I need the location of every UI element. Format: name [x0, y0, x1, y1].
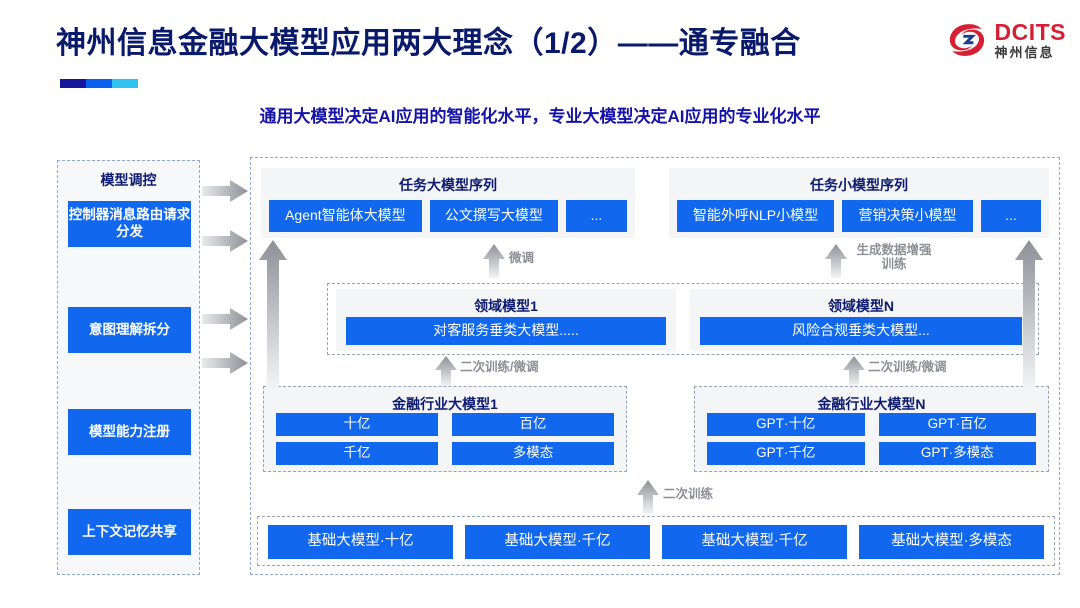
industry-model-1-grid: 十亿 百亿 千亿 多模态	[276, 413, 614, 465]
industry-chip-multimodal[interactable]: 多模态	[452, 442, 614, 465]
domain-chip-risk-compliance[interactable]: 风险合规垂类大模型...	[700, 317, 1022, 345]
domain-model-1-title: 领域模型1	[474, 298, 538, 314]
dcits-swirl-logo-icon	[949, 24, 984, 56]
flow-label-data-augmentation: 生成数据增强训练	[856, 243, 932, 272]
industry-model-n-grid: GPT·十亿 GPT·百亿 GPT·千亿 GPT·多模态	[707, 413, 1036, 465]
base-model-band: 基础大模型·十亿 基础大模型·千亿 基础大模型·千亿 基础大模型·多模态	[257, 516, 1055, 566]
base-chip-1b[interactable]: 基础大模型·十亿	[268, 525, 453, 559]
industry-chip-100b[interactable]: 千亿	[276, 442, 438, 465]
flow-label-retrain-finetune-right: 二次训练/微调	[868, 360, 947, 374]
industry-model-band: 金融行业大模型1 十亿 百亿 千亿 多模态 金融行业大模型N GPT·十亿 GP…	[257, 386, 1055, 472]
industry-chip-gpt-10b[interactable]: GPT·百亿	[878, 413, 1036, 436]
task-chip-agent[interactable]: Agent智能体大模型	[269, 200, 422, 232]
domain-model-n-title: 领域模型N	[827, 298, 895, 314]
industry-model-n-panel: 金融行业大模型N GPT·十亿 GPT·百亿 GPT·千亿 GPT·多模态	[694, 386, 1049, 472]
logo-cn-text: 神州信息	[994, 45, 1055, 60]
control-item-context[interactable]: 上下文记忆共享	[68, 509, 191, 555]
industry-chip-1b[interactable]: 十亿	[276, 413, 438, 436]
industry-model-n-title: 金融行业大模型N	[817, 396, 926, 412]
control-column: 模型调控 控制器消息路由请求分发 意图理解拆分 模型能力注册 上下文记忆共享	[57, 160, 200, 575]
flow-arrow-up-finetune	[483, 244, 505, 283]
domain-model-band: 领域模型1 对客服务垂类大模型..... 领域模型N 风险合规垂类大模型...	[327, 283, 1039, 355]
flow-arrow-right-4	[202, 350, 248, 376]
flow-arrow-right-2	[202, 228, 248, 254]
flow-arrow-up-retrain-right	[843, 356, 865, 391]
page-subtitle: 通用大模型决定AI应用的智能化水平，专业大模型决定AI应用的专业化水平	[259, 107, 821, 126]
task-chip-outbound-nlp[interactable]: 智能外呼NLP小模型	[677, 200, 835, 232]
accent-bar	[60, 79, 138, 88]
industry-chip-10b[interactable]: 百亿	[452, 413, 614, 436]
control-item-router[interactable]: 控制器消息路由请求分发	[68, 201, 191, 247]
flow-label-finetune: 微调	[509, 251, 535, 265]
base-model-row: 基础大模型·十亿 基础大模型·千亿 基础大模型·千亿 基础大模型·多模态	[268, 525, 1044, 559]
industry-model-1-panel: 金融行业大模型1 十亿 百亿 千亿 多模态	[263, 386, 627, 472]
domain-model-n-panel: 领域模型N 风险合规垂类大模型...	[690, 289, 1032, 351]
flow-arrow-up-data-aug	[825, 244, 847, 283]
task-chip-more-small[interactable]: ...	[980, 200, 1041, 232]
task-chip-more[interactable]: ...	[565, 200, 627, 232]
page-title: 神州信息金融大模型应用两大理念（1/2）——通专融合	[56, 27, 801, 60]
task-small-model-title: 任务小模型序列	[810, 177, 908, 193]
flow-arrow-up-tall-right	[1015, 240, 1043, 393]
base-chip-1000b[interactable]: 基础大模型·千亿	[662, 525, 847, 559]
task-chip-marketing[interactable]: 营销决策小模型	[842, 200, 973, 232]
control-item-registry[interactable]: 模型能力注册	[68, 409, 191, 455]
task-big-model-title: 任务大模型序列	[399, 177, 497, 193]
flow-arrow-right-3	[202, 306, 248, 332]
task-small-model-panel: 任务小模型序列 智能外呼NLP小模型 营销决策小模型 ...	[669, 168, 1049, 238]
task-big-chip-row: Agent智能体大模型 公文撰写大模型 ...	[269, 200, 627, 232]
task-chip-doc-writing[interactable]: 公文撰写大模型	[429, 200, 558, 232]
industry-model-1-title: 金融行业大模型1	[392, 396, 498, 412]
industry-chip-gpt-multimodal[interactable]: GPT·多模态	[878, 442, 1036, 465]
architecture-container: 任务大模型序列 Agent智能体大模型 公文撰写大模型 ... 任务小模型序列 …	[250, 157, 1060, 575]
logo-en-text: DCITS	[994, 19, 1066, 45]
control-column-title: 模型调控	[100, 172, 157, 188]
flow-label-retrain-finetune-left: 二次训练/微调	[460, 360, 539, 374]
industry-chip-gpt-1b[interactable]: GPT·十亿	[707, 413, 865, 436]
domain-chip-customer-service[interactable]: 对客服务垂类大模型.....	[346, 317, 666, 345]
industry-chip-gpt-100b[interactable]: GPT·千亿	[707, 442, 865, 465]
task-small-chip-row: 智能外呼NLP小模型 营销决策小模型 ...	[677, 200, 1041, 232]
flow-label-retrain-center: 二次训练	[663, 487, 714, 501]
flow-arrow-right-1	[202, 178, 248, 204]
flow-arrow-up-tall-left	[259, 240, 287, 393]
base-chip-100b[interactable]: 基础大模型·千亿	[465, 525, 650, 559]
flow-arrow-up-retrain-center	[637, 480, 659, 519]
base-chip-multimodal[interactable]: 基础大模型·多模态	[859, 525, 1044, 559]
domain-model-1-panel: 领域模型1 对客服务垂类大模型.....	[336, 289, 676, 351]
task-big-model-panel: 任务大模型序列 Agent智能体大模型 公文撰写大模型 ...	[261, 168, 635, 238]
flow-arrow-up-retrain-left	[435, 356, 457, 391]
brand-logo: DCITS 神州信息	[945, 18, 1067, 62]
control-item-intent[interactable]: 意图理解拆分	[68, 307, 191, 353]
